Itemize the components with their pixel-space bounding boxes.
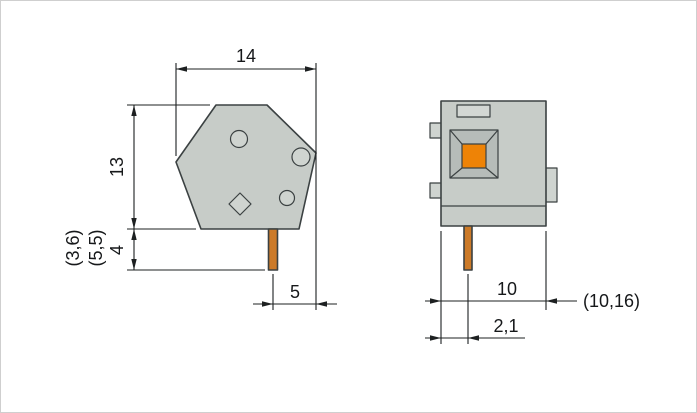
arrow-14-right [305,66,316,72]
vent-slot [456,104,491,118]
arrow-2-1-right [468,335,479,341]
dim-label-pin-alt-1: (3,6) [63,229,83,266]
arrow-10-right [546,298,557,304]
dim-label-2-1: 2,1 [493,316,518,336]
arrow-13-top [131,105,137,116]
arrow-5-left [262,301,273,307]
dim-label-4: 4 [107,245,127,255]
dim-label-10-alt: (10,16) [583,291,640,311]
clamp-bevel-bl [449,167,463,179]
dim-label-13: 13 [107,157,127,177]
side-view [175,104,317,271]
dimensions-front-view: 10 (10,16) 2,1 [425,231,640,344]
solder-pin-front [463,225,473,271]
clamp-bevel-br [485,167,499,179]
hole-top-left [229,129,249,149]
hole-right [291,147,311,167]
clamp-spring-orange [461,143,487,169]
side-body [175,104,317,230]
arrow-4-bottom [131,259,137,270]
arrow-4-top [131,229,137,240]
dim-label-14: 14 [236,46,256,66]
arrow-5-right [316,301,327,307]
dim-label-5: 5 [290,282,300,302]
dim-label-pin-alt-2: (5,5) [86,229,106,266]
clamp-bevel-tl [449,129,463,145]
arrow-10-left [430,298,441,304]
arrow-14-left [176,66,187,72]
diamond-marker [228,192,252,216]
arrow-2-1-left [430,335,441,341]
front-view [429,100,558,271]
dim-label-10: 10 [497,279,517,299]
solder-pin-side [267,228,279,271]
arrow-13-bottom [131,218,137,229]
clamp-bevel-tr [485,129,499,145]
hole-bottom [278,189,296,207]
dimensions-side-view: 14 13 4 (3,6) (5,5) 5 [63,46,337,310]
